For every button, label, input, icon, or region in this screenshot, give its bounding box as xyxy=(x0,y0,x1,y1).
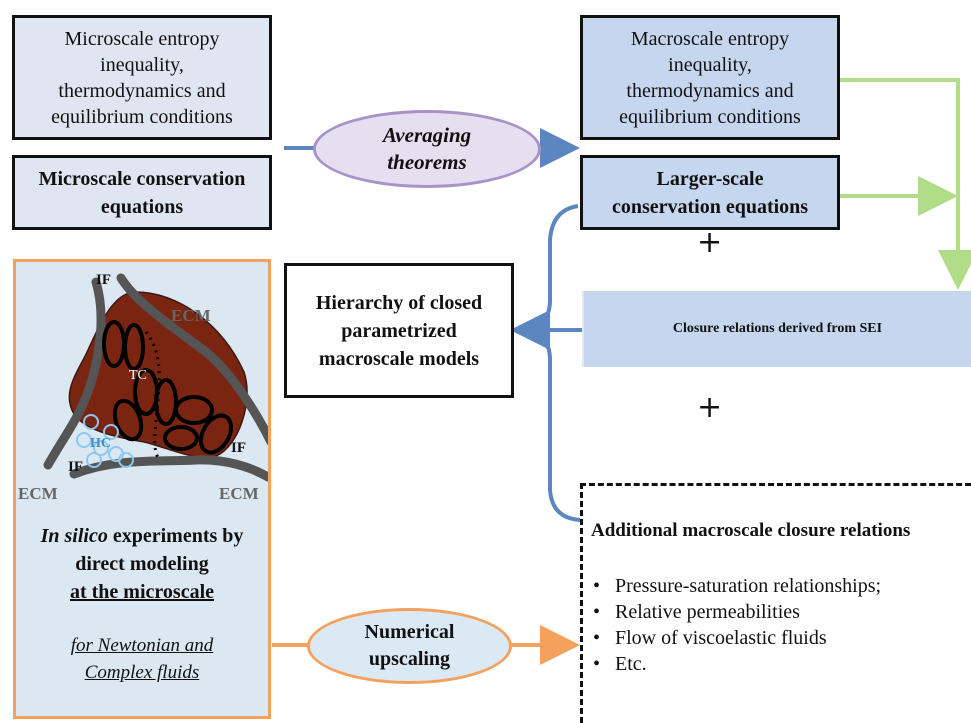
averaging-theorems-ellipse: Averaging theorems xyxy=(313,110,541,188)
cell-ellipse xyxy=(154,378,178,426)
tc-label: TC xyxy=(129,368,147,383)
host-cell xyxy=(86,452,102,468)
larger-scale-line: Larger-scale xyxy=(656,167,764,190)
micro-conservation-line: Microscale conservation xyxy=(38,167,246,190)
ecm-label-top: ECM xyxy=(171,306,211,325)
micro-entropy-line: equilibrium conditions xyxy=(51,105,233,128)
cell-ellipse xyxy=(112,398,144,442)
insilico-text: In silico experiments by direct modeling… xyxy=(16,522,268,606)
insilico-fluids: for Newtonian and Complex fluids xyxy=(16,632,268,686)
hierarchy-line: Hierarchy of closed xyxy=(315,291,483,314)
additional-closure-list: Pressure-saturation relationships; Relat… xyxy=(583,574,881,678)
membrane-lower xyxy=(69,455,268,482)
micro-entropy-box: Microscale entropy inequality, thermodyn… xyxy=(12,15,272,140)
cell-ellipse xyxy=(123,323,145,371)
cell-ellipse xyxy=(174,395,214,425)
list-item: Flow of viscoelastic fluids xyxy=(583,626,881,650)
hierarchy-line: macroscale models xyxy=(318,347,480,370)
numerical-line: Numerical xyxy=(364,621,455,643)
insilico-italic: In silico xyxy=(40,525,108,547)
green-arrow-entropy xyxy=(838,78,971,290)
blue-brace xyxy=(521,204,581,522)
if-label-top: IF xyxy=(96,272,111,288)
additional-closure-title: Additional macroscale closure relations xyxy=(591,520,911,541)
insilico-panel: IF ECM TC HC IF IF ECM ECM In silico exp… xyxy=(13,259,271,719)
insilico-line5: Complex fluids xyxy=(84,662,200,683)
plus-sign-upper: + xyxy=(697,225,723,260)
numerical-line: upscaling xyxy=(368,648,451,670)
insilico-line2: direct modeling xyxy=(75,553,209,575)
hierarchy-box: Hierarchy of closed parametrized macrosc… xyxy=(284,263,514,398)
numerical-upscaling-ellipse: Numerical upscaling xyxy=(307,608,512,684)
host-cell xyxy=(118,452,134,468)
additional-closure-box: Additional macroscale closure relations … xyxy=(580,483,971,723)
micro-conservation-line: equations xyxy=(100,195,184,218)
membrane-left xyxy=(43,277,106,470)
microstructure-illustration xyxy=(43,273,268,482)
micro-entropy-line: Microscale entropy xyxy=(64,27,220,50)
host-cell xyxy=(103,424,119,440)
host-cell xyxy=(76,432,92,448)
macro-entropy-line: Macroscale entropy xyxy=(630,27,790,50)
insilico-line3: at the microscale xyxy=(69,581,215,603)
host-cell xyxy=(93,440,109,456)
ecm-label-right: ECM xyxy=(219,484,259,503)
averaging-line: theorems xyxy=(387,150,467,174)
insilico-line1: experiments by xyxy=(107,525,244,547)
plus-sign-lower: + xyxy=(697,390,723,425)
larger-scale-box: Larger-scale conservation equations xyxy=(580,155,840,230)
macro-entropy-line: inequality, xyxy=(668,53,752,76)
list-item: Relative permeabilities xyxy=(583,600,881,624)
tumor-boundary-dotted xyxy=(144,331,161,460)
macro-entropy-line: thermodynamics and xyxy=(626,79,794,102)
micro-entropy-line: thermodynamics and xyxy=(58,79,226,102)
if-label-left: IF xyxy=(68,459,83,475)
averaging-line: Averaging xyxy=(382,123,472,147)
host-cell xyxy=(83,414,99,430)
insilico-line4: for Newtonian and xyxy=(70,635,214,656)
list-item: Etc. xyxy=(583,652,881,676)
closure-sei-label: Closure relations derived from SEI xyxy=(672,321,883,336)
membrane-upper xyxy=(116,273,268,446)
cell-ellipse xyxy=(198,413,234,455)
ecm-label-left: ECM xyxy=(18,484,58,503)
hc-label: HC xyxy=(90,436,111,451)
hierarchy-line: parametrized xyxy=(341,319,457,342)
micro-conservation-box: Microscale conservation equations xyxy=(12,155,272,230)
macro-entropy-line: equilibrium conditions xyxy=(619,105,801,128)
closure-sei-box: Closure relations derived from SEI xyxy=(582,291,971,367)
macro-entropy-box: Macroscale entropy inequality, thermodyn… xyxy=(580,15,840,140)
list-item: Pressure-saturation relationships; xyxy=(583,574,881,598)
cell-ellipse xyxy=(163,425,199,451)
larger-scale-line: conservation equations xyxy=(611,195,809,218)
micro-entropy-line: inequality, xyxy=(100,53,184,76)
if-label-right: IF xyxy=(231,440,246,456)
